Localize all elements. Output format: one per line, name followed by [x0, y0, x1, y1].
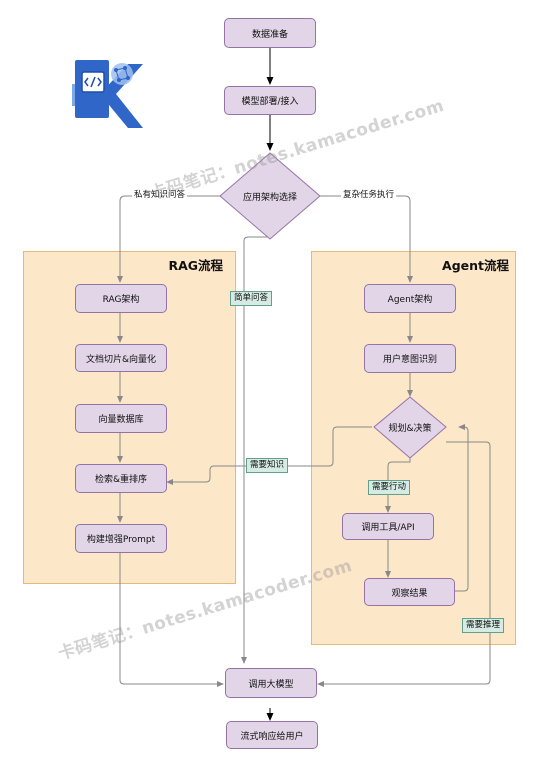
- kamacoder-logo: [70, 58, 145, 130]
- stream-response-node: 流式响应给用户: [226, 721, 318, 749]
- arch-choice-diamond: [219, 152, 321, 240]
- call-llm-node: 调用大模型: [225, 668, 317, 698]
- intent-node: 用户意图识别: [364, 344, 456, 373]
- data-prep-node: 数据准备: [224, 18, 316, 48]
- observe-node: 观察结果: [364, 578, 455, 606]
- tag-need-knowledge: 需要知识: [246, 458, 289, 473]
- rag-lane-title: RAG流程: [168, 258, 223, 273]
- label-complex-task: 复杂任务执行: [341, 190, 397, 201]
- agent-lane-title: Agent流程: [442, 258, 509, 273]
- call-tool-node: 调用工具/API: [342, 513, 434, 540]
- retrieve-rerank-node: 检索&重排序: [75, 464, 167, 493]
- tag-need-reasoning: 需要推理: [462, 618, 505, 633]
- logo-graphic: [72, 60, 143, 128]
- vector-db-node: 向量数据库: [75, 404, 167, 433]
- plan-decide-diamond: [373, 396, 447, 459]
- arch-choice-label: 应用架构选择: [242, 192, 297, 203]
- plan-decide-label: 规划&决策: [388, 423, 432, 434]
- agent-arch-node: Agent架构: [364, 284, 456, 313]
- tag-need-action: 需要行动: [368, 480, 411, 495]
- build-prompt-node: 构建增强Prompt: [75, 524, 167, 553]
- label-private-qa: 私有知识问答: [132, 190, 188, 201]
- rag-arch-node: RAG架构: [75, 284, 167, 313]
- tag-simple-qa: 简单问答: [230, 291, 273, 306]
- model-deploy-node: 模型部署/接入: [224, 86, 316, 115]
- doc-chunk-node: 文档切片&向量化: [75, 344, 167, 372]
